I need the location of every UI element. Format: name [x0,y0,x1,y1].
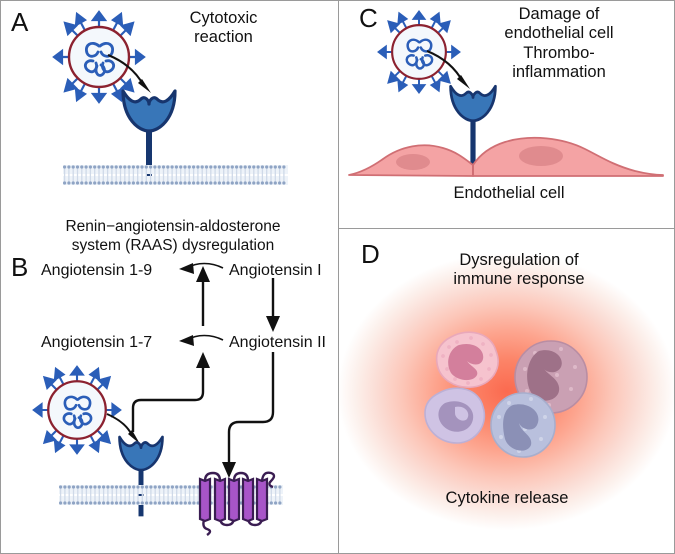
leukocyte-granulocyte [490,392,556,458]
leukocyte-cluster [424,331,588,458]
panel-d-title: Dysregulation of immune response [399,251,639,290]
panel-c-title-line4: inflammation [512,63,606,82]
inflammation-glow [339,229,674,553]
binding-arrow [106,413,140,444]
panel-d-letter: D [361,239,380,269]
panel-c-title-line2: endothelial cell [504,24,614,43]
node-angiotensin-1-7: Angiotensin 1-7 [41,334,153,351]
sars-cov-2-virion [52,10,146,104]
node-angiotensin-1-9: Angiotensin 1-9 [41,262,153,279]
panel-d-title-line2: immune response [453,270,585,289]
panel-c-title: Damage of endothelial cell Thrombo- infl… [459,5,659,83]
panel-a-title-line2: reaction [194,28,253,47]
panel-d-title-line1: Dysregulation of [459,251,579,269]
lipid-bilayer-membrane [59,485,283,505]
node-angiotensin-1: Angiotensin I [229,262,322,279]
panel-a-title: Cytotoxic reaction [131,9,316,48]
panel-d: D Dysregulation of immune response [338,228,674,553]
panel-b-letter: B [11,252,29,282]
node-angiotensin-2: Angiotensin II [229,334,326,351]
sars-cov-2-virion [32,365,122,455]
sars-cov-2-virion [377,10,461,94]
ace2-receptor [449,84,497,173]
panel-c-caption: Endothelial cell [453,184,565,202]
panel-a-letter: A [11,7,29,37]
panel-a: A Cytotoxic reaction [1,1,338,216]
panel-c-title-line1: Damage of [518,5,600,23]
at1-gpcr-receptor [198,471,276,536]
panel-b: Renin−angiotensin-aldosterone system (RA… [1,216,338,553]
binding-arrow [426,50,470,89]
binding-arrow [107,54,151,93]
panel-c: C Damage of endothelial cell Thrombo- in… [338,1,674,228]
panel-d-caption: Cytokine release [445,489,569,507]
panel-c-letter: C [359,3,378,33]
raas-section-title: Renin−angiotensin-aldosterone system (RA… [23,218,323,255]
raas-title-line1: Renin−angiotensin-aldosterone [65,218,281,235]
raas-arrow-network [131,262,280,478]
raas-title-line2: system (RAAS) dysregulation [71,236,275,254]
panel-c-title-line3: Thrombo- [523,43,595,62]
lipid-bilayer-membrane [63,165,288,185]
leukocyte-neutrophil [435,331,499,388]
ace2-receptor [121,89,177,183]
endothelial-cells [348,136,664,177]
panel-a-title-line1: Cytotoxic [189,9,258,27]
leukocyte-lymphocyte [424,387,486,444]
